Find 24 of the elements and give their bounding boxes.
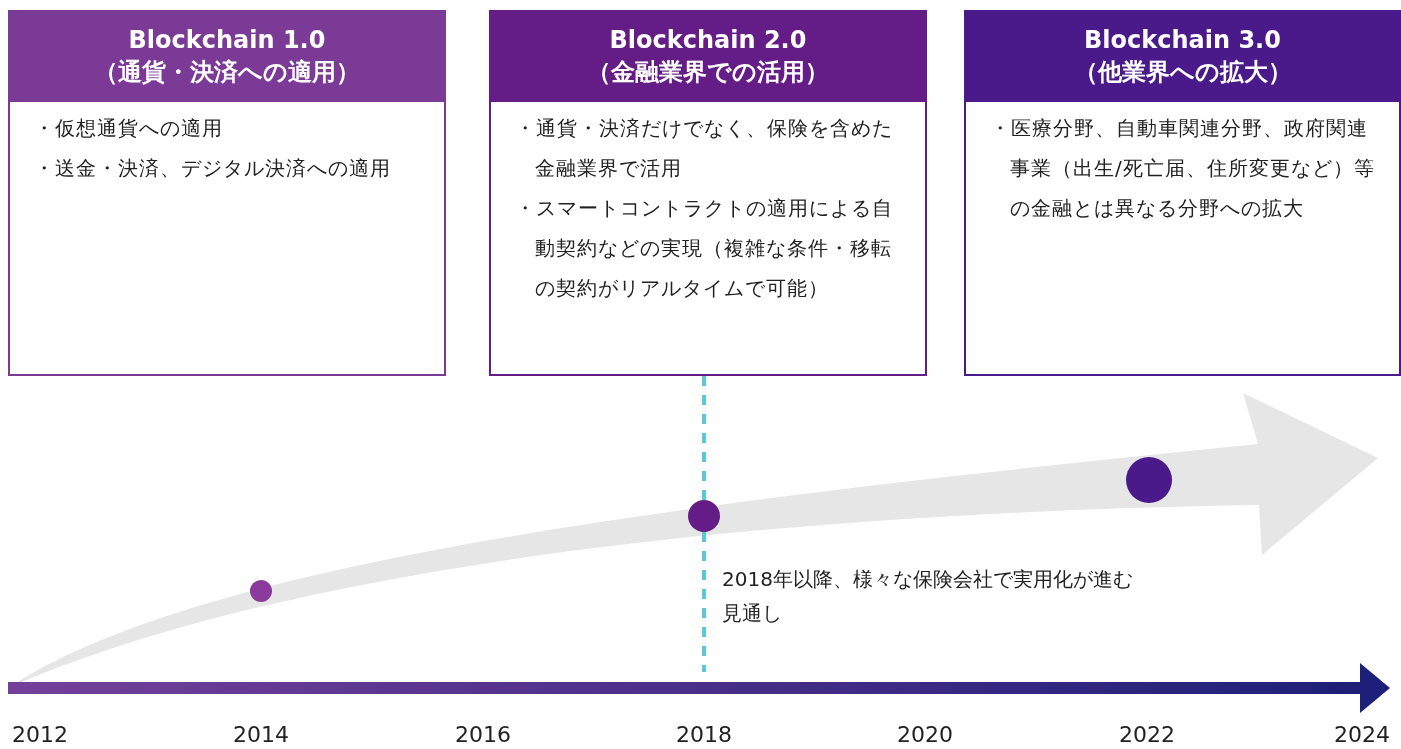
year-label: 2020	[896, 722, 954, 747]
card-header: Blockchain 2.0 （金融業界での活用）	[489, 10, 927, 102]
timeline-dot	[1126, 457, 1172, 503]
dashed-line	[702, 376, 706, 500]
note-text: 2018年以降、様々な保険会社で実用化が進む見通し	[722, 566, 1134, 627]
dashed-line	[702, 532, 706, 672]
bullet-text: ・通貨・決済だけでなく、保険を含めた金融業界で活用	[514, 115, 894, 182]
info-card	[489, 10, 927, 376]
year-label: 2024	[1333, 722, 1391, 747]
timeline-dot	[688, 500, 720, 532]
bullet-text: ・送金・決済、デジタル決済への適用	[33, 155, 392, 182]
year-label: 2018	[675, 722, 733, 747]
card-header: Blockchain 3.0 （他業界への拡大）	[964, 10, 1401, 102]
year-label: 2014	[232, 722, 290, 747]
bullet-text: ・仮想通貨への適用	[33, 115, 224, 142]
info-card	[8, 10, 446, 376]
bullet-text: ・スマートコントラクトの適用による自動契約などの実現（複雑な条件・移転の契約がリアルタイムで可能）	[514, 195, 894, 302]
year-label: 2012	[11, 722, 69, 747]
year-label: 2016	[454, 722, 512, 747]
bullet-text: ・医療分野、自動車関連分野、政府関連事業（出生/死亡届、住所変更など）等の金融とは異なる分野への拡大	[989, 115, 1376, 222]
year-label: 2022	[1118, 722, 1176, 747]
timeline-dot	[250, 580, 272, 602]
card-header: Blockchain 1.0 （通貨・決済への適用）	[8, 10, 446, 102]
info-card	[964, 10, 1401, 376]
